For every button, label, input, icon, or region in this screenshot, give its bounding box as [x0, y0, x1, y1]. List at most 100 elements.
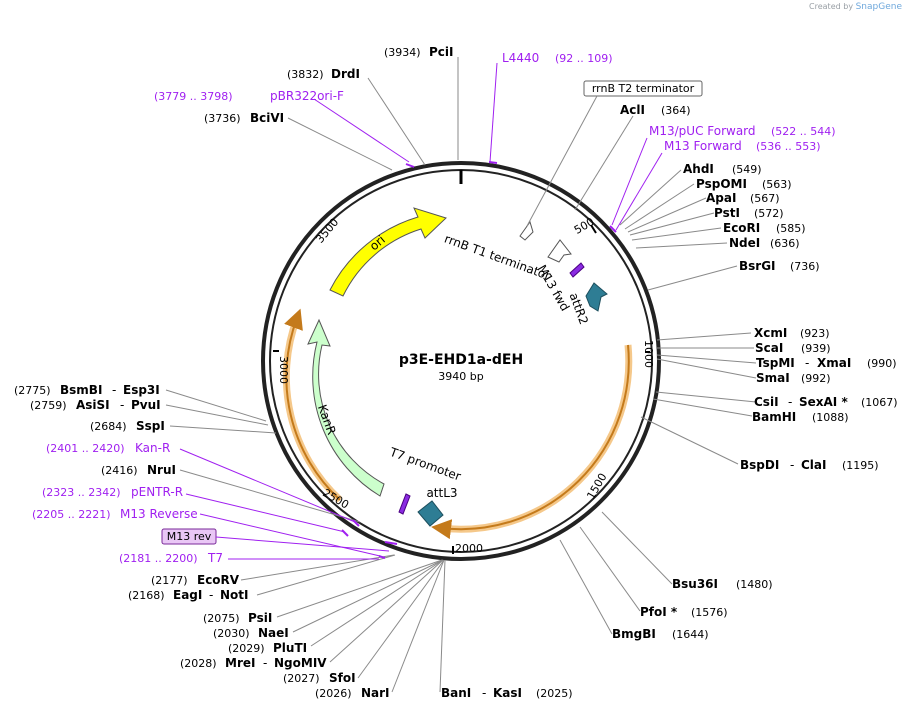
tick-500: 500 — [572, 215, 597, 237]
site-xmai: XmaI — [817, 356, 851, 370]
site-pcii: PciI — [429, 45, 454, 59]
primer-pentr-name: pENTR-R — [131, 485, 183, 499]
site-pos: (2026) — [315, 687, 352, 700]
primer-leader-lines — [179, 62, 663, 560]
site-pos: (2168) — [128, 589, 165, 602]
site-pos: (2759) — [30, 399, 67, 412]
rrnb-t1-label: rrnB T1 terminator — [443, 232, 553, 283]
rrnb-t1-shape — [547, 239, 572, 263]
site-acli: AclI — [620, 103, 645, 117]
site-clai: ClaI — [801, 458, 826, 472]
primer-kanr-name: Kan-R — [135, 441, 170, 455]
site-pos: (563) — [762, 178, 792, 191]
site-pos: (1644) — [672, 628, 709, 641]
site-sep: - — [805, 356, 809, 370]
site-nrui: NruI — [147, 463, 176, 477]
orange-arrow-right — [431, 344, 630, 540]
site-esp3i: Esp3I — [123, 383, 160, 397]
site-pluti: PluTI — [273, 641, 307, 655]
tick-2500: 2500 — [320, 486, 351, 511]
site-bcivi: BciVI — [250, 111, 284, 125]
site-pos: (3736) — [204, 112, 241, 125]
snapgene-credit: Created by SnapGene — [809, 2, 902, 12]
site-naei: NaeI — [258, 626, 289, 640]
site-pos: (2028) — [180, 657, 217, 670]
site-pvui: PvuI — [131, 398, 161, 412]
primer-kanr-range: (2401 .. 2420) — [46, 442, 125, 455]
site-pos: (1195) — [842, 459, 879, 472]
site-scai: ScaI — [755, 341, 783, 355]
kanr-label: KanR — [315, 403, 339, 437]
primer-m13fwd-range: (536 .. 553) — [756, 140, 821, 153]
orange-region-left — [282, 316, 343, 503]
site-psti: PstI — [714, 206, 740, 220]
site-pos: (3934) — [384, 46, 421, 59]
site-pos: (2029) — [228, 642, 265, 655]
tick-3500: 3500 — [313, 216, 341, 246]
site-pos: (939) — [801, 342, 831, 355]
site-pos: (585) — [776, 222, 806, 235]
primer-m13rev-range: (2205 .. 2221) — [32, 508, 111, 521]
credit-brand: SnapGene — [855, 2, 902, 12]
site-sfoi: SfoI — [329, 671, 356, 685]
attl3-label: attL3 — [426, 486, 457, 500]
site-pos: (2177) — [151, 574, 188, 587]
primer-pbr322-name: pBR322ori-F — [270, 89, 344, 103]
site-ecori: EcoRI — [723, 221, 760, 235]
rrnb-t2-shape — [519, 220, 534, 241]
primer-m13fwd-name: M13 Forward — [664, 139, 742, 153]
site-pos: (1576) — [691, 606, 728, 619]
site-eagi: EagI — [173, 588, 202, 602]
site-pos: (2030) — [213, 627, 250, 640]
tick-2000: 2000 — [455, 542, 483, 555]
site-pos: (2075) — [203, 612, 240, 625]
tick-1000: 1000 — [642, 340, 655, 368]
site-pos: (736) — [790, 260, 820, 273]
site-sep: - — [788, 395, 792, 409]
site-pos: (1480) — [736, 578, 773, 591]
site-mrei: MreI — [225, 656, 255, 670]
site-ecorv: EcoRV — [197, 573, 240, 587]
primer-markers — [341, 161, 617, 559]
site-nari: NarI — [361, 686, 390, 700]
site-pos: (1088) — [812, 411, 849, 424]
rrnb-t2-label: rrnB T2 terminator — [592, 82, 695, 95]
primer-labels: L4440 (92 .. 109) (3779 .. 3798) pBR322o… — [32, 51, 836, 565]
backbone-outer — [261, 161, 661, 561]
plasmid-size: 3940 bp — [438, 370, 483, 383]
site-xcmi: XcmI — [754, 326, 787, 340]
t7-promoter-shape — [398, 493, 411, 515]
site-sspi: SspI — [136, 419, 165, 433]
primer-m13rev-name: M13 Reverse — [120, 507, 198, 521]
site-pos: (990) — [867, 357, 897, 370]
site-leader-lines — [165, 57, 757, 693]
t7-promoter-label: T7 promoter — [387, 445, 463, 484]
primer-t7-name: T7 — [207, 551, 223, 565]
site-sep: - — [112, 383, 116, 397]
site-sep: - — [120, 398, 124, 412]
site-bsmbi: BsmBI — [60, 383, 102, 397]
site-ndei: NdeI — [729, 236, 760, 250]
site-bsrgi: BsrGI — [739, 259, 776, 273]
site-ahdi: AhdI — [683, 162, 714, 176]
site-pos: (572) — [754, 207, 784, 220]
site-ngomiv: NgoMIV — [274, 656, 327, 670]
site-pfoi: PfoI * — [640, 605, 678, 619]
m13-fwd-label: M13 fwd — [535, 262, 573, 313]
site-pos: (2025) — [536, 687, 573, 700]
primer-t7-range: (2181 .. 2200) — [119, 552, 198, 565]
site-pos: (2775) — [14, 384, 51, 397]
primer-l4440-name: L4440 — [502, 51, 539, 65]
site-pos: (636) — [770, 237, 800, 250]
site-asisi: AsiSI — [76, 398, 110, 412]
site-pos: (3832) — [287, 68, 324, 81]
site-sep: - — [263, 656, 267, 670]
site-pos: (1067) — [861, 396, 898, 409]
rrnb-t2-box — [583, 80, 703, 97]
kanr-feature-arrow — [307, 318, 385, 497]
attr2-shape — [585, 282, 608, 312]
site-pos: (2027) — [283, 672, 320, 685]
site-pos: (992) — [801, 372, 831, 385]
site-tspmi: TspMI — [756, 356, 795, 370]
